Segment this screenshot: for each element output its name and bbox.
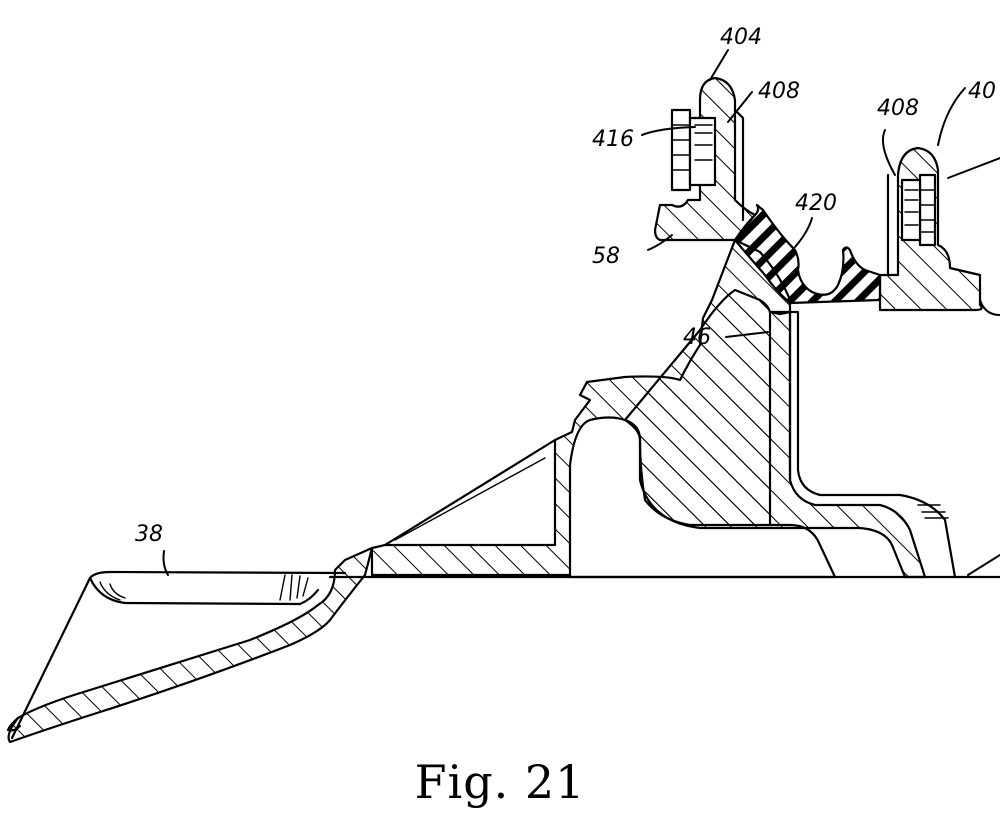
leader-40x-right [937,87,966,146]
leader-flange-right [979,299,1000,316]
right-post-404 [878,146,983,312]
leader-46 [725,331,769,338]
lip-portion-38 [6,546,374,744]
stem-wall-46 [623,288,957,579]
leader-416 [641,126,696,136]
figure-caption: Fig. 21 [414,755,586,809]
ref-420: 420 [795,191,837,216]
ref-40x-right: 40 [968,79,996,104]
leader-420 [794,217,813,248]
ref-58: 58 [592,244,620,269]
ref-408-right: 408 [877,96,919,121]
leader-408-left [727,91,753,123]
leader-404 [709,49,729,81]
seal-420 [733,203,882,305]
ref-404: 404 [720,25,762,50]
leader-bottom-right [967,554,1000,576]
leader-58 [647,234,673,251]
leader-lines [162,49,1000,576]
ref-408-left: 408 [758,79,800,104]
ref-38: 38 [135,522,163,547]
ref-416: 416 [592,127,634,152]
left-post-404 [653,76,757,242]
ref-46: 46 [683,325,711,350]
leader-408-right [882,129,896,176]
leader-416-right [947,157,1000,179]
leader-38 [162,550,169,576]
